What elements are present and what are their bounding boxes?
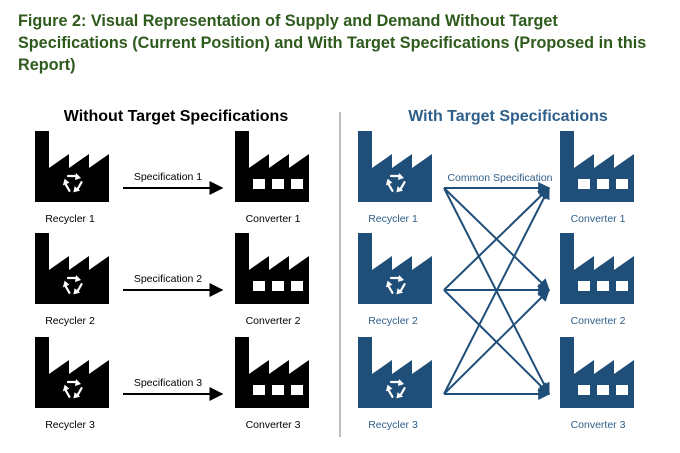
converter-factory-icon — [560, 131, 634, 202]
recycle-icon — [62, 173, 83, 193]
common-specification-arrow — [443, 289, 550, 395]
converter-factory-icon — [235, 131, 309, 202]
recycler-label: Recycler 1 — [45, 213, 95, 225]
recycler-factory-icon — [358, 337, 432, 408]
specification-label: Specification 3 — [134, 377, 202, 389]
recycler-label: Recycler 3 — [45, 419, 95, 431]
converter-label: Converter 3 — [246, 419, 301, 431]
converter-factory-icon — [560, 233, 634, 304]
recycle-icon — [385, 379, 406, 399]
recycler-factory-icon — [358, 233, 432, 304]
common-specification-arrow — [443, 186, 550, 395]
left-panel: Recycler 1 Recycler 2 Recycler 3 Converter … — [35, 131, 309, 431]
factory-windows — [578, 179, 628, 189]
figure-caption: Figure 2: Visual Representation of Suppl… — [18, 12, 647, 74]
factory-windows — [578, 281, 628, 291]
recycle-icon — [62, 379, 83, 399]
factory-windows — [253, 385, 303, 395]
common-specification-label: Common Specification — [447, 172, 552, 184]
factory-windows — [578, 385, 628, 395]
specification-label: Specification 2 — [134, 273, 202, 285]
recycler-label: Recycler 2 — [368, 315, 418, 327]
recycle-icon — [62, 275, 83, 295]
left-panel-title: Without Target Specifications — [64, 108, 289, 125]
factory-windows — [253, 281, 303, 291]
converter-label: Converter 1 — [571, 213, 626, 225]
converter-label: Converter 2 — [571, 315, 626, 327]
specification-label: Specification 1 — [134, 171, 202, 183]
recycler-factory-icon — [358, 131, 432, 202]
converter-factory-icon — [560, 337, 634, 408]
recycler-label: Recycler 2 — [45, 315, 95, 327]
right-panel-title: With Target Specifications — [408, 108, 608, 125]
recycle-icon — [385, 275, 406, 295]
converter-label: Converter 1 — [246, 213, 301, 225]
converter-label: Converter 3 — [571, 419, 626, 431]
recycler-factory-icon — [35, 131, 109, 202]
converter-factory-icon — [235, 233, 309, 304]
recycler-label: Recycler 1 — [368, 213, 418, 225]
recycler-factory-icon — [35, 337, 109, 408]
recycler-label: Recycler 3 — [368, 419, 418, 431]
common-specification-arrow — [443, 187, 550, 291]
right-panel: Recycler 1 Recycler 2 Recycler 3 Converter … — [358, 131, 634, 431]
converter-factory-icon — [235, 337, 309, 408]
recycle-icon — [385, 173, 406, 193]
converter-label: Converter 2 — [246, 315, 301, 327]
recycler-factory-icon — [35, 233, 109, 304]
factory-windows — [253, 179, 303, 189]
